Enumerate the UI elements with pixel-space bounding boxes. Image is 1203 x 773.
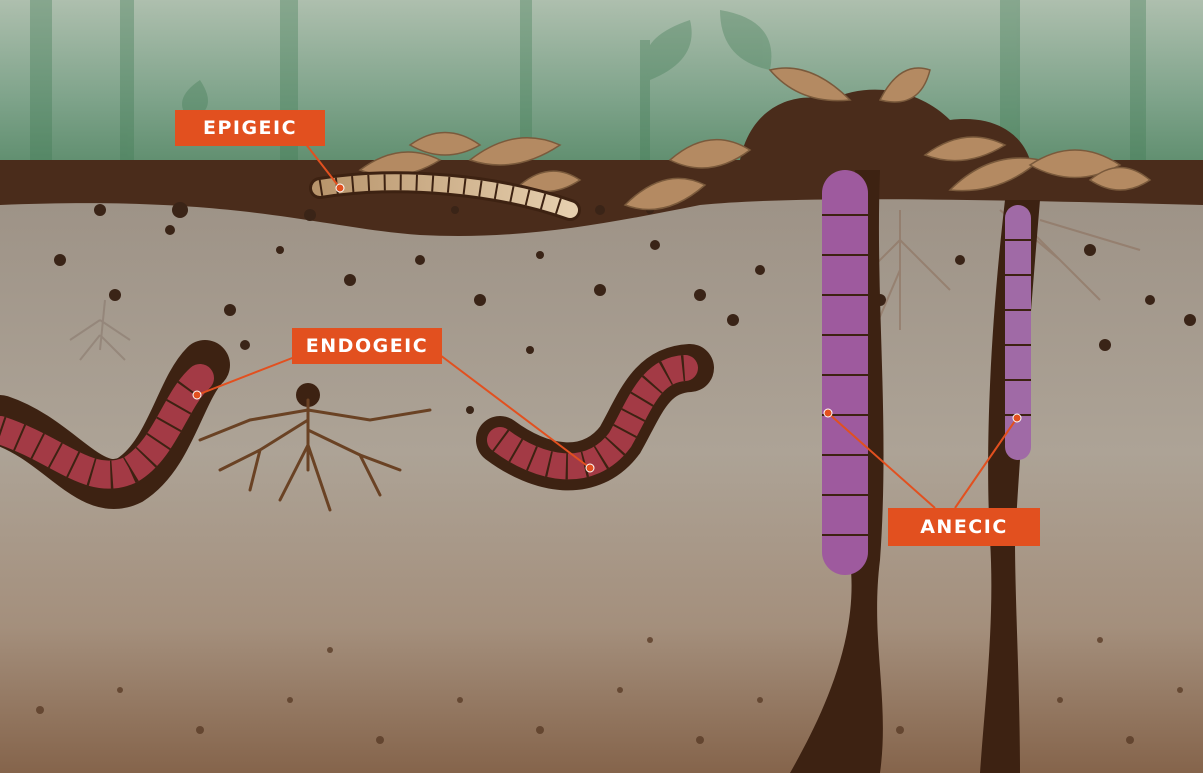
epigeic-label: EPIGEIC	[175, 110, 325, 146]
anecic-label: ANECIC	[888, 508, 1040, 546]
endogeic-label: ENDOGEIC	[292, 328, 442, 364]
worm-icon	[822, 170, 868, 575]
